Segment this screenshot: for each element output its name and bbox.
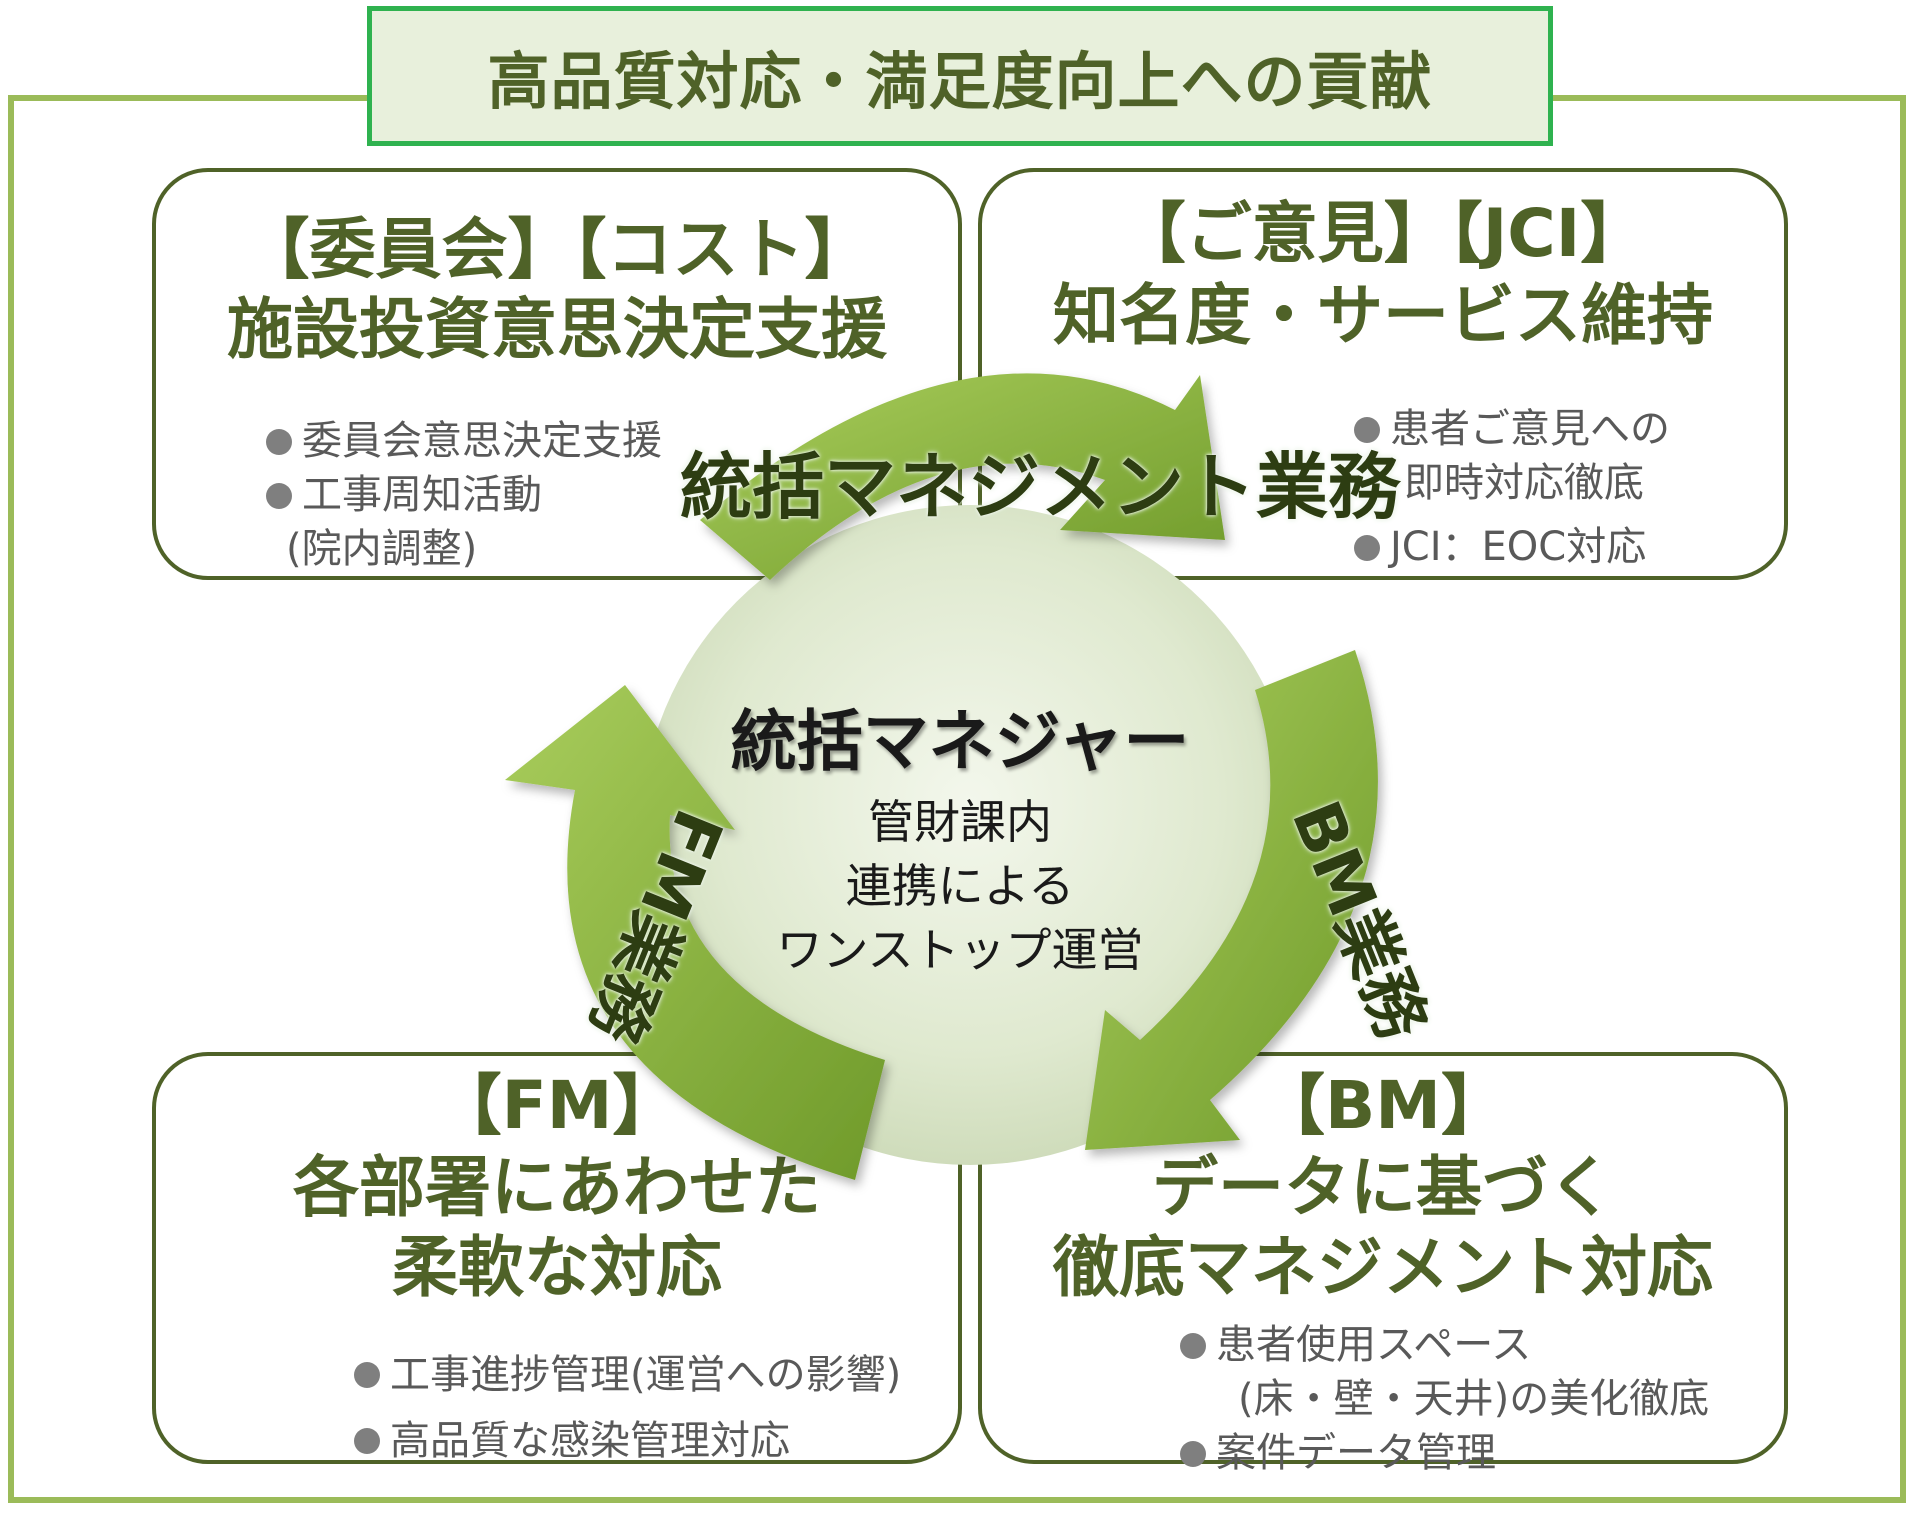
panel-bullet-list: 委員会意思決定支援 工事周知活動 (院内調整) [264,414,662,576]
title-banner: 高品質対応・満足度向上への貢献 [367,6,1553,146]
panel-committee-cost: 【委員会】【コスト】 施設投資意思決定支援 委員会意思決定支援 工事周知活動 (… [152,168,962,580]
bullet-dot-icon [1354,535,1380,561]
arrow-right [1085,650,1378,1150]
panel-fm: 【FM】 各部署にあわせた 柔軟な対応 工事進捗管理(運営への影響) 高品質な感… [152,1052,962,1464]
list-item: 工事進捗管理(運営への影響) [352,1342,901,1408]
list-item: 高品質な感染管理対応 [352,1408,901,1474]
panel-heading-line3: 徹底マネジメント対応 [1053,1229,1713,1306]
list-item: 工事周知活動 [264,468,662,522]
center-line: 連携による [845,859,1075,913]
panel-bullet-list: 患者使用スペース (床・壁・天井)の美化徹底 案件データ管理 [1178,1318,1709,1480]
panel-heading-line1: 【ご意見】【JCI】 [1119,195,1647,272]
panel-heading-line3: 柔軟な対応 [392,1229,722,1306]
panel-heading-line2: データに基づく [1152,1149,1614,1226]
panel-heading-line1: 【FM】 [435,1067,679,1144]
list-item: 案件データ管理 [1178,1426,1709,1480]
bullet-dot-icon [1180,1333,1206,1359]
center-title: 統括マネジャー [730,703,1190,780]
list-item: 患者ご意見への [1352,402,1670,456]
list-item-continuation: 即時対応徹底 [1404,460,1644,506]
bullet-dot-icon [266,429,292,455]
bullet-dot-icon [1180,1441,1206,1467]
panel-heading-line2: 知名度・サービス維持 [1053,277,1713,354]
center-description: 管財課内 連携による ワンストップ運営 [660,790,1260,982]
bullet-dot-icon [354,1362,380,1388]
list-item-continuation: (床・壁・天井)の美化徹底 [1238,1376,1710,1422]
panel-bullet-list: 工事進捗管理(運営への影響) 高品質な感染管理対応 [352,1342,901,1474]
arrow-left [505,685,885,1180]
page-title: 高品質対応・満足度向上への貢献 [487,45,1433,118]
list-item-continuation: (院内調整) [286,526,478,572]
panel-heading-line2: 各部署にあわせた [293,1149,821,1226]
list-item: JCI：EOC対応 [1352,520,1670,574]
bullet-dot-icon [266,483,292,509]
bullet-dot-icon [354,1428,380,1454]
list-item: 委員会意思決定支援 [264,414,662,468]
panel-bullet-list: 患者ご意見への 即時対応徹底 JCI：EOC対応 [1352,402,1670,574]
center-line: ワンストップ運営 [776,923,1144,977]
arrow-label-integrated-management: 統括マネジメント業務 [680,445,1401,529]
bullet-dot-icon [1354,417,1380,443]
panel-heading-line2: 施設投資意思決定支援 [227,291,887,368]
panel-heading-line1: 【BM】 [1259,1067,1507,1144]
list-item: 患者使用スペース [1178,1318,1709,1372]
center-line: 管財課内 [868,795,1052,849]
center-circle [640,505,1300,1165]
arrow-top [700,373,1225,580]
panel-heading-line1: 【委員会】【コスト】 [243,211,871,288]
